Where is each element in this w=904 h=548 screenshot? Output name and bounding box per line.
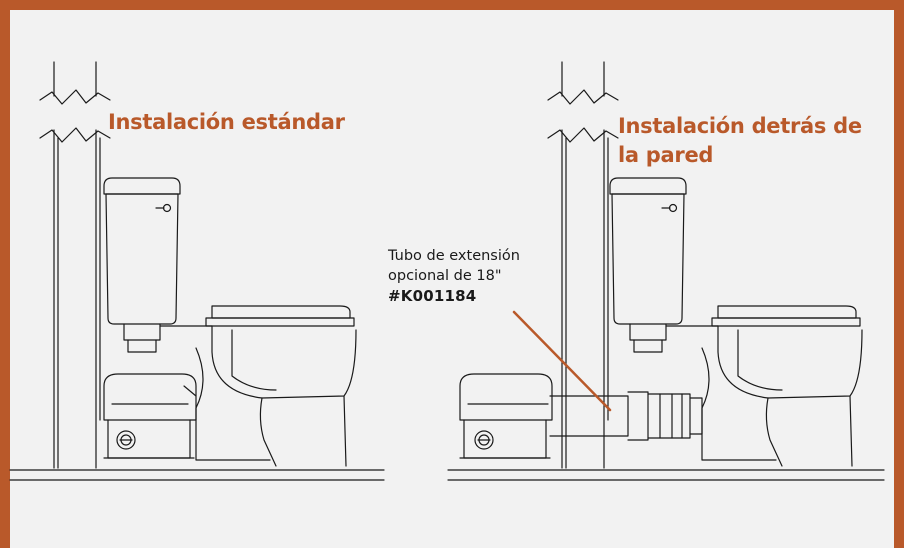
callout-leader-line [512,310,612,412]
callout-part-number: #K001184 [388,287,477,305]
extension-pipe-icon [549,391,703,441]
extension-pipe-callout: Tubo de extensión opcional de 18" #K0011… [388,246,520,306]
pump-unit-right [459,373,553,459]
callout-line-2: opcional de 18" [388,268,502,284]
wall-left [39,61,111,469]
callout-line-1: Tubo de extensión [388,248,520,264]
toilet-left-icon [103,177,357,467]
pump-unit-left [103,373,197,459]
wall-right [547,61,619,469]
title-behind-wall-installation: Instalación detrás de la pared [618,114,862,167]
title-standard-installation: Instalación estándar [108,110,345,134]
floor-right [447,469,885,481]
floor-left [9,469,385,481]
